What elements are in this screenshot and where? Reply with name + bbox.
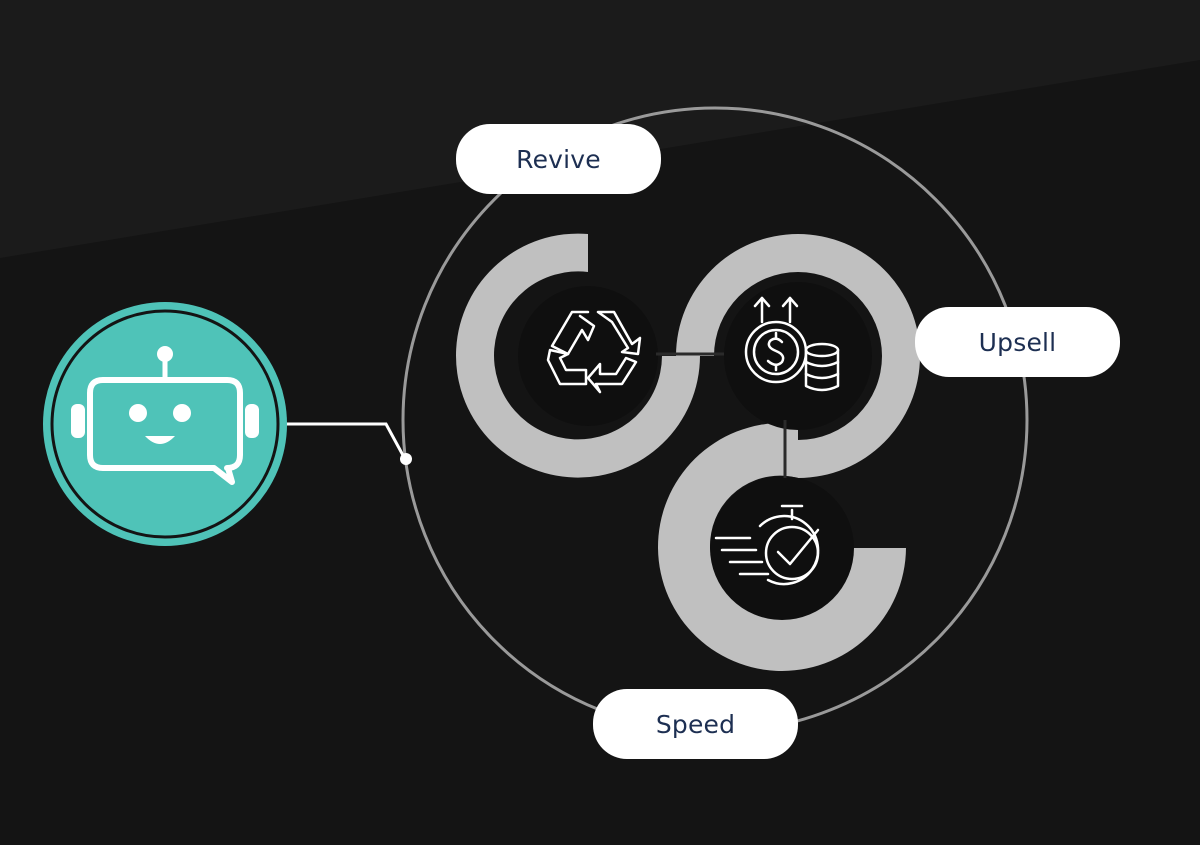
ring-speed — [658, 422, 906, 671]
connector-dot — [400, 453, 412, 465]
stopwatch-check-icon — [714, 504, 820, 586]
bot-connector-line — [283, 422, 407, 460]
ring-revive — [456, 233, 700, 478]
money-growth-icon — [744, 296, 840, 392]
chatbot-badge — [43, 302, 287, 546]
chatbot-icon — [71, 346, 259, 485]
upsell-label: Upsell — [915, 307, 1120, 377]
speed-label: Speed — [593, 689, 798, 759]
revive-icon-disc — [518, 286, 658, 426]
revive-label: Revive — [456, 124, 661, 194]
speed-icon-disc — [710, 476, 854, 620]
recycle-icon — [546, 310, 642, 394]
ring-upsell — [676, 234, 920, 478]
